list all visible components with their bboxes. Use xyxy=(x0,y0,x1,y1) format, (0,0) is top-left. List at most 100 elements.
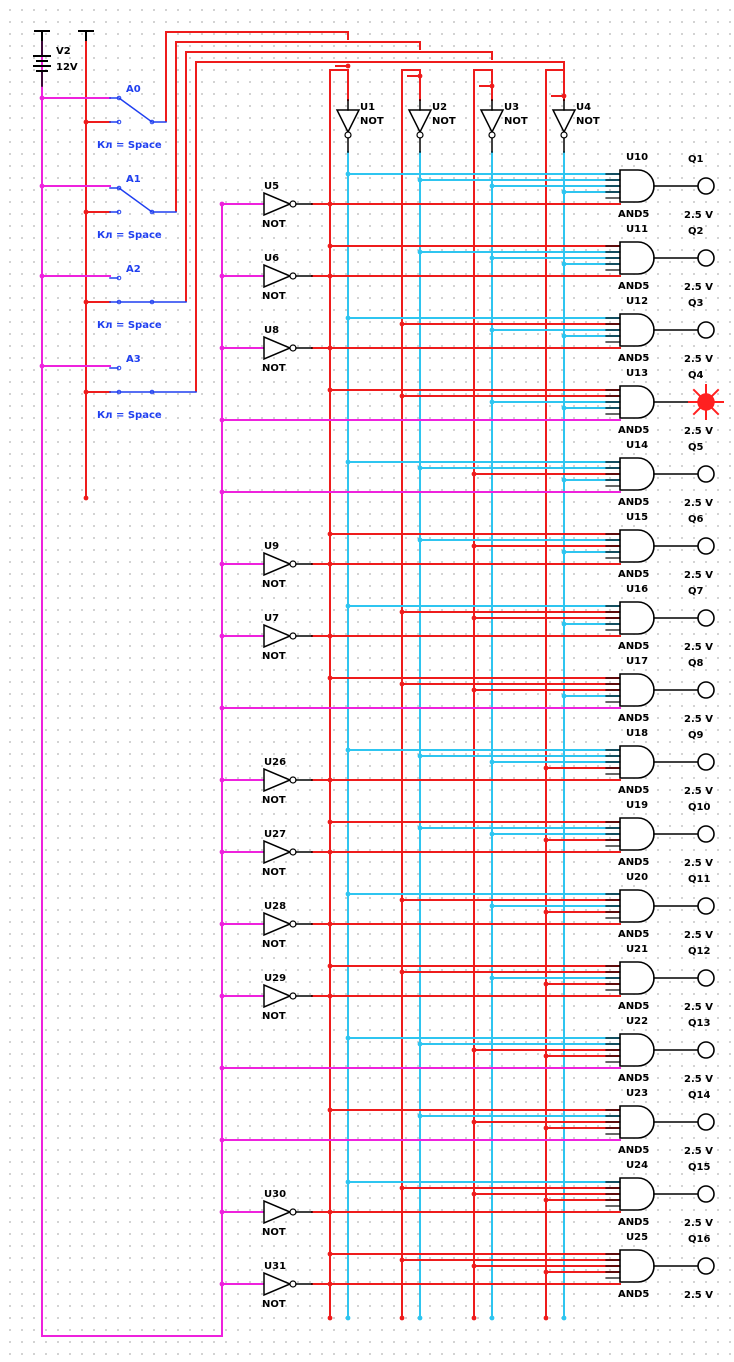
output-voltage-label: 2.5 V xyxy=(684,1002,713,1013)
output-voltage-label: 2.5 V xyxy=(684,1290,713,1301)
junction-dot xyxy=(543,1269,549,1275)
not-gate-bubble xyxy=(289,1208,297,1216)
output-name-label: Q15 xyxy=(688,1162,710,1173)
not-gate-bubble xyxy=(344,131,352,139)
junction-dot xyxy=(543,765,549,771)
gate-name-label: U18 xyxy=(626,728,648,739)
gate-type-label: AND5 xyxy=(618,281,649,292)
contact-terminal xyxy=(116,185,122,191)
inverter-type-label: NOT xyxy=(360,116,384,127)
wire xyxy=(692,388,702,398)
inverter-type-label: NOT xyxy=(262,579,286,590)
gate-type-label: AND5 xyxy=(618,1001,649,1012)
junction-dot xyxy=(399,321,405,327)
junction-dot xyxy=(399,681,405,687)
lamp-off xyxy=(697,1041,715,1059)
junction-dot xyxy=(417,249,423,255)
wire xyxy=(710,406,720,416)
ground-symbol-battery xyxy=(34,30,50,41)
not-gate-bubble xyxy=(289,344,297,352)
output-voltage-label: 2.5 V xyxy=(684,1218,713,1229)
not-gate-bubble xyxy=(289,200,297,208)
not-gate-bubble xyxy=(289,776,297,784)
junction-dot xyxy=(345,747,351,753)
and-gate-body xyxy=(619,1249,655,1283)
junction-dot xyxy=(327,963,333,969)
gate-type-label: AND5 xyxy=(618,1073,649,1084)
lamp-off xyxy=(697,681,715,699)
contact-terminal xyxy=(116,275,122,281)
junction-dot xyxy=(471,1119,477,1125)
output-voltage-label: 2.5 V xyxy=(684,570,713,581)
lamp-q6: Q62.5 V xyxy=(684,514,715,581)
inverter-name-label: U28 xyxy=(264,901,286,912)
inverter-type-label: NOT xyxy=(262,1299,286,1310)
lamp-off xyxy=(697,753,715,771)
junction-dot xyxy=(399,609,405,615)
wire xyxy=(195,61,565,392)
junction-dot xyxy=(327,243,333,249)
lamp-off xyxy=(697,177,715,195)
switch-name-label: A0 xyxy=(126,84,141,95)
output-name-label: Q5 xyxy=(688,442,704,453)
junction-dot xyxy=(327,777,333,783)
gate-name-label: U17 xyxy=(626,656,648,667)
lamp-off xyxy=(697,609,715,627)
gate-type-label: AND5 xyxy=(618,353,649,364)
gate-name-label: U23 xyxy=(626,1088,648,1099)
wire xyxy=(692,406,702,416)
lamp-off xyxy=(697,1113,715,1131)
output-name-label: Q8 xyxy=(688,658,704,669)
output-voltage-label: 2.5 V xyxy=(684,714,713,725)
lamp-q1: Q12.5 V xyxy=(684,154,715,221)
gate-name-label: U25 xyxy=(626,1232,648,1243)
not-gate-body xyxy=(263,983,292,1009)
junction-dot xyxy=(543,837,549,843)
not-gate-bubble xyxy=(560,131,568,139)
output-name-label: Q11 xyxy=(688,874,710,885)
not-gate-body xyxy=(263,839,292,865)
not-gate-body xyxy=(263,335,292,361)
not-gate-bubble xyxy=(488,131,496,139)
inverter-name-label: U4 xyxy=(576,102,591,113)
junction-dot xyxy=(327,819,333,825)
gate-name-label: U16 xyxy=(626,584,648,595)
inverter-type-label: NOT xyxy=(262,219,286,230)
gate-name-label: U10 xyxy=(626,152,648,163)
inverter-type-label: NOT xyxy=(262,867,286,878)
junction-dot xyxy=(489,255,495,261)
junction-dot xyxy=(561,1315,567,1321)
junction-dot xyxy=(543,981,549,987)
lamp-off xyxy=(697,897,715,915)
junction-dot xyxy=(399,897,405,903)
junction-dot xyxy=(417,465,423,471)
gate-type-label: AND5 xyxy=(618,1145,649,1156)
junction-dot xyxy=(561,693,567,699)
lamp-off xyxy=(697,825,715,843)
not-gate-body xyxy=(263,191,292,217)
switch-key-label: Кл = Space xyxy=(97,230,162,241)
not-gate-bubble xyxy=(289,920,297,928)
junction-dot xyxy=(471,1315,477,1321)
junction-dot xyxy=(417,1113,423,1119)
lamp-q4: Q42.5 V xyxy=(684,370,724,437)
inverter-name-label: U2 xyxy=(432,102,447,113)
junction-dot xyxy=(327,387,333,393)
gate-type-label: AND5 xyxy=(618,209,649,220)
